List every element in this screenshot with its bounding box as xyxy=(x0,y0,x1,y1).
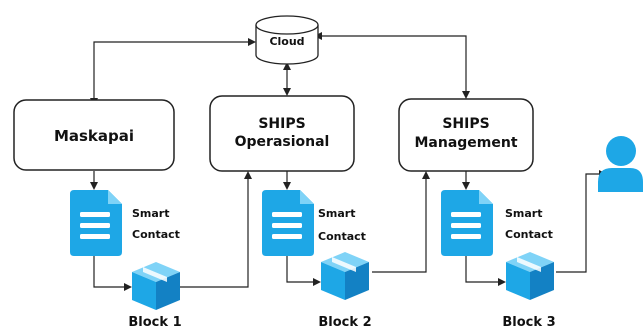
smart-contract-1-line1: Smart xyxy=(132,207,170,220)
document-icon xyxy=(70,190,122,256)
connector-doc1-block1 xyxy=(93,256,132,291)
ships-operasional-line1: SHIPS xyxy=(258,116,305,132)
cloud-label: Cloud xyxy=(269,35,304,48)
document-icon xyxy=(441,190,493,256)
smart-contract-2 xyxy=(262,190,314,256)
block-1-label: Block 1 xyxy=(128,315,181,330)
ships-operasional-node: SHIPS Operasional xyxy=(209,95,355,172)
smart-contract-1-line2: Contact xyxy=(132,228,180,241)
smart-contract-1 xyxy=(70,190,122,256)
cube-icon xyxy=(321,252,369,300)
ships-operasional-line2: Operasional xyxy=(235,134,330,150)
cube-icon xyxy=(506,252,554,300)
connector-doc3-block3 xyxy=(465,256,506,286)
block-3 xyxy=(506,252,554,300)
ships-management-line1: SHIPS xyxy=(442,116,489,132)
maskapai-node: Maskapai xyxy=(13,99,175,171)
connector-block2-management xyxy=(372,171,430,273)
connectors xyxy=(90,32,607,291)
user-icon xyxy=(598,136,643,192)
maskapai-label: Maskapai xyxy=(54,127,134,145)
cylinder-icon xyxy=(255,15,319,65)
block-1 xyxy=(132,262,180,310)
block-2 xyxy=(321,252,369,300)
ships-management-line2: Management xyxy=(414,135,517,151)
block-3-label: Block 3 xyxy=(502,315,555,330)
cloud-node: Cloud xyxy=(255,15,319,65)
smart-contract-3-line2: Contact xyxy=(505,228,553,241)
smart-contract-3 xyxy=(441,190,493,256)
connector-block1-operasional xyxy=(180,171,252,288)
connector-cloud-management xyxy=(314,32,470,99)
smart-contract-3-line1: Smart xyxy=(505,207,543,220)
connector-cloud-maskapai xyxy=(90,38,256,106)
ships-management-node: SHIPS Management xyxy=(398,98,534,172)
cube-icon xyxy=(132,262,180,310)
block-2-label: Block 2 xyxy=(318,315,371,330)
smart-contract-2-line2: Contact xyxy=(318,230,366,243)
connector-doc2-block2 xyxy=(286,256,321,286)
document-icon xyxy=(262,190,314,256)
connector-block3-user xyxy=(556,170,607,273)
smart-contract-2-line1: Smart xyxy=(318,207,356,220)
